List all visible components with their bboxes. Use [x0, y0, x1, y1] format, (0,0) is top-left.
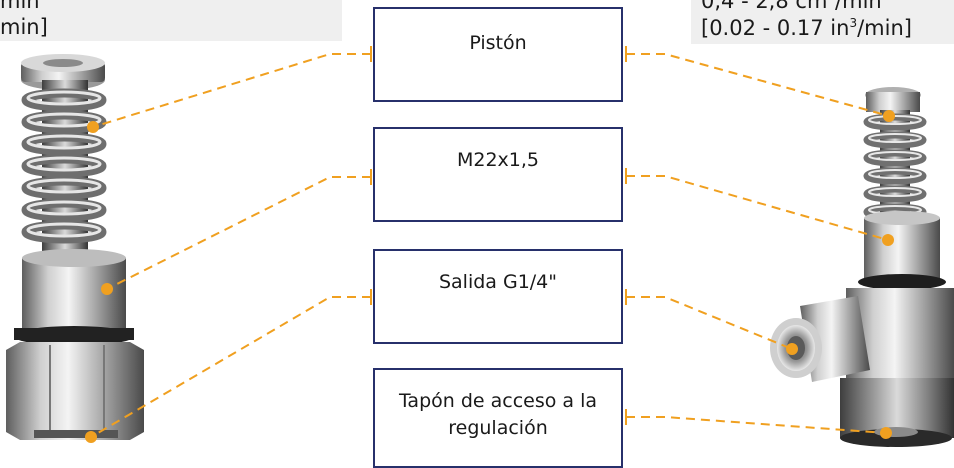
dot-piston-left [87, 121, 99, 133]
label-outlet-text: Salida G1/4" [438, 271, 558, 293]
label-box-outlet-g1-4: Salida G1/4" [373, 249, 623, 344]
leader-line-plug-right [626, 416, 887, 434]
leader-line-m22-right [626, 175, 889, 241]
spec-panel-right: 0,4 - 2,8 cm3/min [0.02 - 0.17 in3/min] [691, 0, 954, 44]
right-component-illustration [770, 87, 954, 447]
label-piston-text: Pistón [469, 32, 527, 54]
leader-line-m22-left [106, 176, 371, 290]
spec-right-line1: 0,4 - 2,8 cm3/min [701, 0, 882, 13]
dot-outlet-left [85, 431, 97, 443]
dot-piston-right [883, 110, 895, 122]
dot-outlet-right [786, 343, 798, 355]
label-box-piston: Pistón [373, 7, 623, 102]
leader-line-outlet-left [90, 296, 371, 438]
spec-left-line1: min [0, 0, 40, 13]
label-box-regulation-plug: Tapón de acceso a la regulación [373, 368, 623, 468]
spec-panel-left: min min] [0, 0, 342, 41]
spec-left-line2: min] [0, 15, 48, 39]
spec-right-line2: [0.02 - 0.17 in3/min] [701, 16, 912, 40]
label-m22-text: M22x1,5 [456, 149, 540, 171]
dot-m22-right [882, 234, 894, 246]
leader-line-piston-left [92, 53, 371, 128]
dot-plug-right [880, 427, 892, 439]
leader-line-outlet-right [626, 296, 793, 350]
leader-lines [90, 53, 890, 438]
label-box-m22x1-5: M22x1,5 [373, 127, 623, 222]
leader-ticks [370, 46, 627, 425]
dot-m22-left [101, 283, 113, 295]
leader-line-piston-right [626, 53, 890, 117]
label-plug-text: Tapón de acceso a la regulación [398, 390, 598, 439]
leader-dots [85, 110, 895, 443]
left-component-illustration [6, 54, 144, 440]
